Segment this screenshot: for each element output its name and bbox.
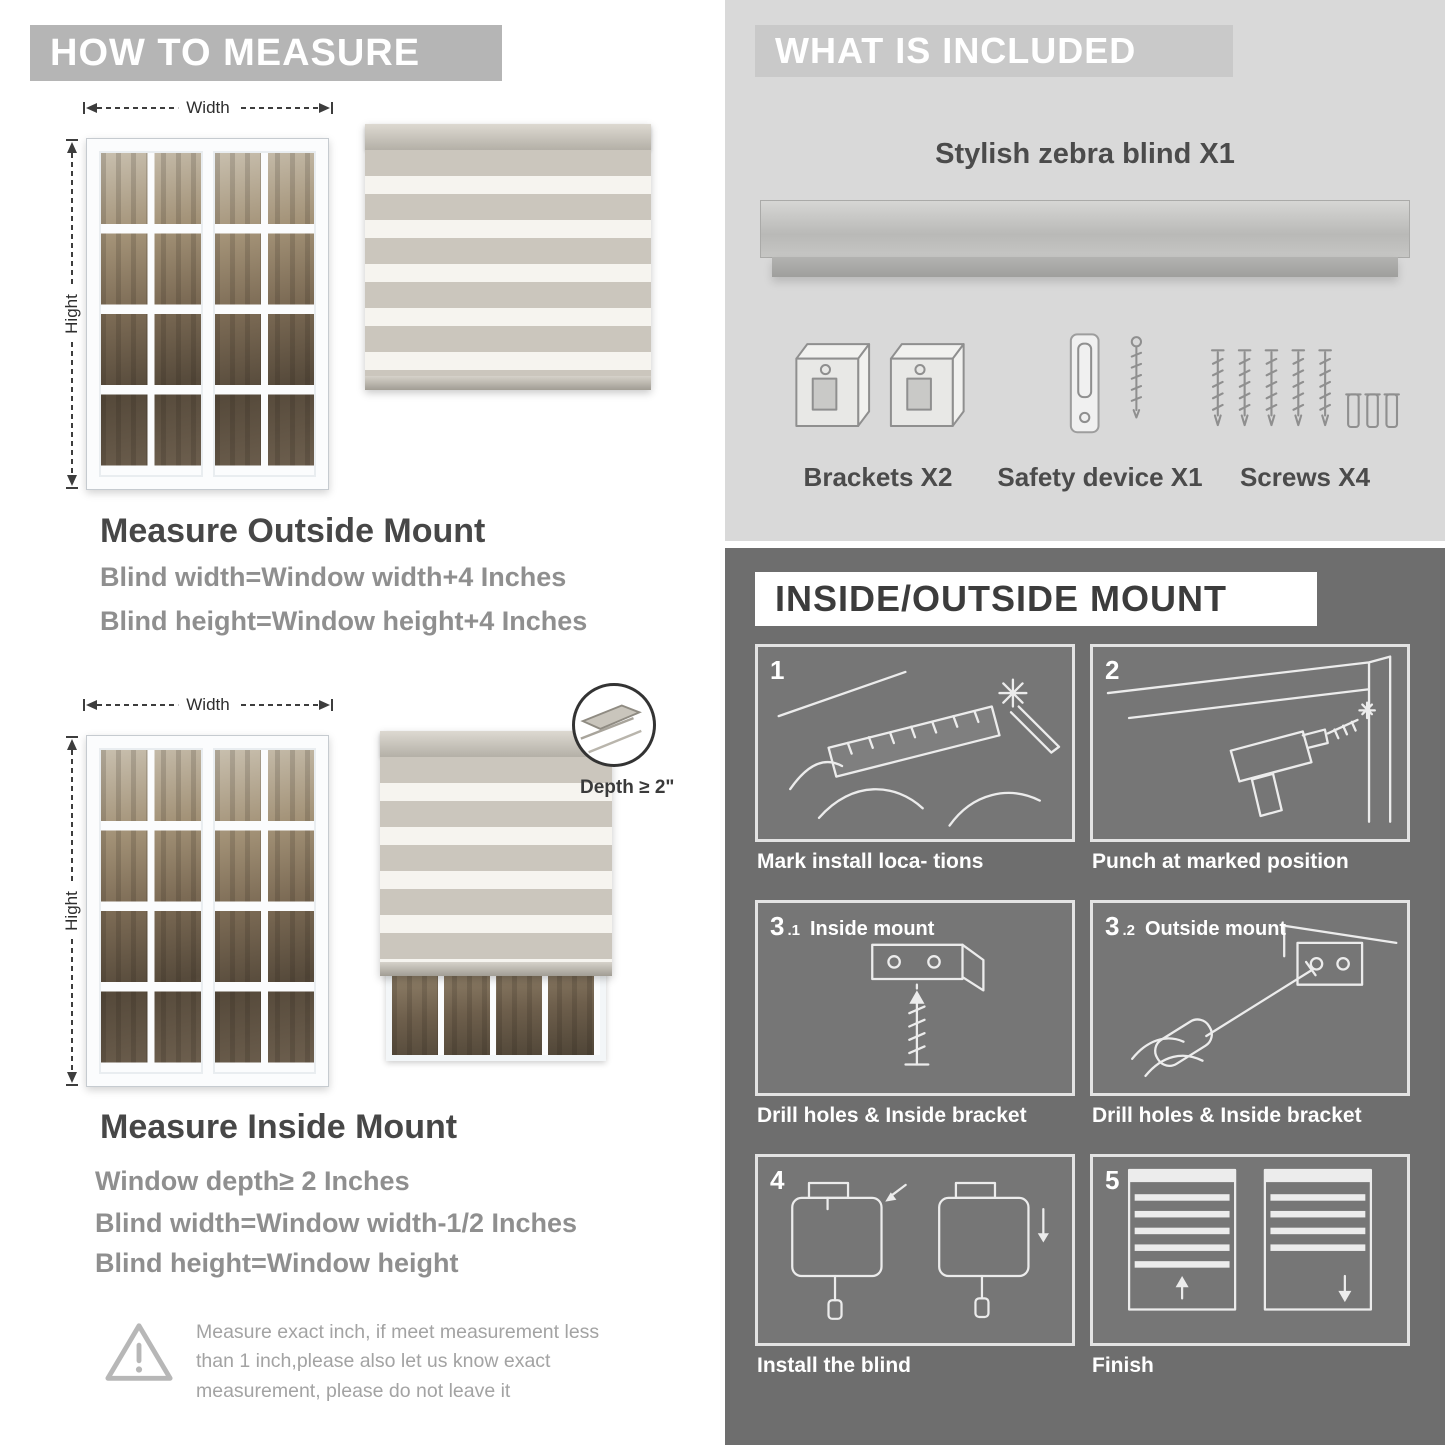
corner-depth-icon xyxy=(580,704,642,754)
blind-bottom-rail xyxy=(380,962,612,976)
inside-height-formula: Blind height=Window height xyxy=(95,1248,459,1278)
how-to-measure-title: HOW TO MEASURE xyxy=(50,31,421,74)
step-panel-4: 4 xyxy=(755,1154,1075,1346)
width-measure-arrow: Width xyxy=(82,98,334,118)
step-panel-3-2: 3.2 Outside mount xyxy=(1090,900,1410,1096)
what-is-included-section: WHAT IS INCLUDED Stylish zebra blind X1 xyxy=(725,0,1445,541)
step-title: Inside mount xyxy=(809,918,935,940)
step-number: 2 xyxy=(1105,655,1120,685)
step-number: 4 xyxy=(770,1165,785,1195)
step-4-head: 4 xyxy=(770,1165,797,1196)
mount-title: INSIDE/OUTSIDE MOUNT xyxy=(775,578,1228,619)
height-arrow-line-icon xyxy=(66,736,78,1086)
step-5-head: 5 xyxy=(1105,1165,1132,1196)
warning-triangle-icon xyxy=(105,1323,173,1381)
step-number: 5 xyxy=(1105,1165,1120,1195)
outside-bracket-art xyxy=(1131,924,1398,1078)
window-sash-left xyxy=(99,748,203,1074)
width-measure-arrow-inside: Width xyxy=(82,695,334,715)
window-sash-right xyxy=(212,748,316,1074)
blind-bottom-rail xyxy=(365,376,651,390)
inside-mount-heading: Measure Inside Mount xyxy=(100,1108,458,1146)
install-blind-art xyxy=(791,1181,1049,1320)
step-4-caption: Install the blind xyxy=(757,1354,912,1377)
step-3-1-head: 3.1 Inside mount xyxy=(770,911,935,941)
screws-label: Screws X4 xyxy=(1239,462,1371,492)
step-2-head: 2 xyxy=(1105,655,1132,686)
depth-detail-circle xyxy=(572,683,656,767)
outside-height-formula: Blind height=Window height+4 Inches xyxy=(100,606,588,636)
step-number: 3 xyxy=(770,911,785,941)
window-photo-inside xyxy=(86,735,329,1087)
zebra-blind-inside xyxy=(380,731,612,976)
window-sash-left xyxy=(99,151,203,477)
brackets-icon xyxy=(795,343,965,427)
inside-width-formula: Blind width=Window width-1/2 Inches xyxy=(95,1208,578,1238)
what-is-included-banner: WHAT IS INCLUDED xyxy=(755,25,1233,77)
mark-location-art xyxy=(777,670,1061,827)
step-number: 1 xyxy=(770,655,785,685)
step-3-2-caption: Drill holes & Inside bracket xyxy=(1092,1104,1362,1127)
how-to-measure-section: HOW TO MEASURE Width Hi xyxy=(0,0,710,1445)
inside-bracket-art xyxy=(871,943,985,1066)
product-label: Stylish zebra blind X1 xyxy=(935,138,1235,170)
height-arrow-line-icon xyxy=(66,139,78,489)
what-is-included-title: WHAT IS INCLUDED xyxy=(775,30,1137,71)
step-panel-1: 1 xyxy=(755,644,1075,842)
measure-warning: Measure exact inch, if meet measurement … xyxy=(100,1318,660,1406)
finish-art xyxy=(1127,1168,1373,1311)
screws-icon xyxy=(1210,349,1400,429)
safety-device-label: Safety device X1 xyxy=(997,462,1203,492)
step-panel-5: 5 xyxy=(1090,1154,1410,1346)
window-photo xyxy=(86,138,329,490)
step-title: Outside mount xyxy=(1144,918,1287,940)
blind-over-window xyxy=(380,731,612,1061)
blind-valance xyxy=(365,124,651,150)
step-3-2-head: 3.2 Outside mount xyxy=(1105,911,1287,941)
height-measure-arrow-inside: Hight xyxy=(62,735,82,1087)
step-5-caption: Finish xyxy=(1092,1354,1154,1377)
blind-stripes xyxy=(380,757,612,962)
step-2-caption: Punch at marked position xyxy=(1092,850,1349,873)
drill-position-art xyxy=(1106,655,1392,823)
window-sash-right xyxy=(212,151,316,477)
outside-width-formula: Blind width=Window width+4 Inches xyxy=(100,562,567,592)
height-measure-arrow: Hight xyxy=(62,138,82,490)
mount-instructions-section: INSIDE/OUTSIDE MOUNT 1 Mark install loca… xyxy=(725,548,1445,1445)
how-to-measure-banner: HOW TO MEASURE xyxy=(30,25,502,81)
width-label: Width xyxy=(178,695,238,715)
blind-headrail-lip xyxy=(772,257,1398,277)
safety-device-icon xyxy=(1069,333,1143,434)
inside-mount-figure: Width Hight xyxy=(60,683,700,1115)
zebra-blind-outside xyxy=(365,124,651,390)
step-number: 3 xyxy=(1105,911,1120,941)
warning-text: Measure exact inch, if meet measurement … xyxy=(196,1321,600,1402)
hight-label: Hight xyxy=(62,286,82,342)
blind-headrail xyxy=(760,200,1410,258)
step-panel-3-1: 3.1 Inside mount xyxy=(755,900,1075,1096)
mount-banner: INSIDE/OUTSIDE MOUNT xyxy=(755,572,1317,626)
width-label: Width xyxy=(178,98,238,118)
step-panel-2: 2 xyxy=(1090,644,1410,842)
depth-requirement-label: Depth ≥ 2" xyxy=(580,777,675,798)
blind-stripes xyxy=(365,150,651,376)
step-3-1-caption: Drill holes & Inside bracket xyxy=(757,1104,1027,1127)
step-1-caption: Mark install loca- tions xyxy=(757,850,984,873)
outside-mount-heading: Measure Outside Mount xyxy=(100,512,486,550)
step-1-head: 1 xyxy=(770,655,797,686)
inside-depth-rule: Window depth≥ 2 Inches xyxy=(95,1166,410,1196)
outside-mount-figure: Width Hight xyxy=(60,98,700,500)
hight-label: Hight xyxy=(62,883,82,939)
brackets-label: Brackets X2 xyxy=(803,462,953,492)
